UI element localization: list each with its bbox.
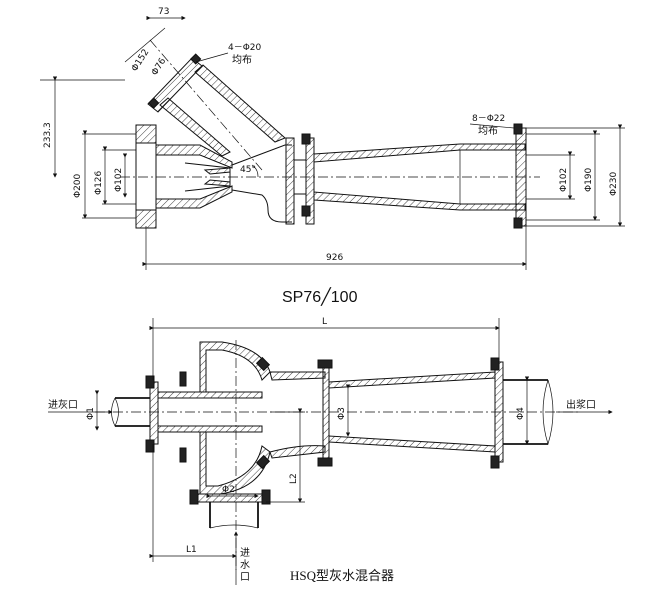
- leader-bolts-in: [195, 52, 229, 63]
- dim-L: L: [322, 317, 327, 327]
- right-bolt-top: [513, 123, 523, 135]
- mid-bolt-top: [301, 133, 311, 145]
- dim-bolts-out: 8－Φ22: [472, 114, 505, 124]
- branch-flange: [147, 57, 203, 113]
- dim-phi1: Φ1: [86, 407, 96, 420]
- water-inlet-flange: [195, 493, 267, 503]
- dim-233: 233.3: [43, 122, 53, 148]
- mid-flange: [322, 365, 330, 463]
- mid-throat: [293, 159, 307, 195]
- water-inlet-label-1: 进: [240, 547, 250, 559]
- dim-phi3: Φ3: [337, 407, 347, 420]
- ash-inlet-pipe: [115, 397, 150, 427]
- nozzle-tip-upper: [203, 167, 231, 175]
- top-title: SP76╱100: [282, 287, 358, 306]
- throat-bottom: [269, 445, 326, 459]
- water-inlet-break: [209, 524, 259, 529]
- mid-bolt-bottom: [301, 205, 311, 217]
- slurry-outlet-label: 出浆口: [566, 398, 596, 411]
- left-flange-bottom: [135, 209, 157, 229]
- inner-nozzle: [184, 162, 231, 192]
- chamber-upper: [199, 341, 271, 393]
- inner-pipe-bottom: [157, 425, 263, 433]
- dim-phi190: Φ190: [584, 167, 594, 192]
- diffuser-wall-bottom: [313, 191, 526, 211]
- mid-flange-left: [285, 137, 295, 225]
- angle-arc: [251, 164, 259, 178]
- top-drawing: 73 Φ152 Φ76 4－Φ20 均布 233.3 Φ200 Φ126 Φ10…: [40, 7, 625, 306]
- left-flange: [149, 381, 159, 445]
- dim-bolts-out-note: 均布: [478, 125, 498, 137]
- diffuser-bottom: [328, 435, 496, 453]
- outlet-bolt-bottom: [490, 455, 500, 469]
- dim-bolts-in-note: 均布: [232, 54, 252, 66]
- dim-152-line: [124, 27, 166, 63]
- water-inlet-label-2: 水: [240, 559, 250, 571]
- bottom-title: HSQ型灰水混合器: [290, 568, 394, 583]
- throat-top: [269, 371, 326, 381]
- dim-angle: 45°: [240, 165, 256, 175]
- dim-phi102-right: Φ102: [559, 168, 569, 192]
- left-bolt-top: [145, 375, 155, 389]
- dim-phi126: Φ126: [94, 170, 104, 195]
- bottom-drawing: L Φ1 Φ3 Φ4 Φ2 L2 L1 进灰口 出浆口 进 水 口 HSQ型灰水…: [48, 317, 613, 585]
- chamber-bolt-bottom: [255, 454, 271, 470]
- mid-bolt-bottom: [317, 457, 333, 467]
- nozzle-tip-lower: [203, 179, 231, 187]
- ash-inlet-break: [111, 397, 119, 427]
- diffuser-wall-top: [313, 143, 526, 163]
- top-inclined-center-line: [149, 39, 263, 171]
- dim-bolts-in: 4－Φ20: [228, 43, 262, 53]
- left-body-lower: [155, 185, 233, 209]
- dim-73: 73: [158, 7, 169, 17]
- bolt-2-bottom: [179, 447, 187, 463]
- dim-phi2: Φ2: [222, 485, 235, 495]
- right-bolt-bottom: [513, 217, 523, 229]
- branch-bolt-1: [148, 97, 160, 109]
- water-bolt-left: [189, 489, 199, 505]
- left-bolt-bottom: [145, 439, 155, 453]
- right-flange: [515, 127, 527, 227]
- ash-inlet-label: 进灰口: [48, 398, 78, 411]
- dim-phi152: Φ152: [130, 48, 151, 74]
- bolt-2-top: [179, 371, 187, 387]
- chamber-lower: [199, 431, 271, 495]
- water-inlet-label-3: 口: [240, 572, 250, 583]
- mid-body-top: [231, 144, 292, 166]
- outlet-flange: [494, 361, 504, 463]
- dim-phi4: Φ4: [516, 407, 526, 420]
- left-flange-body: [135, 142, 157, 211]
- water-inlet-pipe: [209, 502, 259, 528]
- mid-body-bottom: [231, 189, 292, 223]
- leader-bolts-out: [469, 123, 515, 129]
- dim-phi102-left: Φ102: [114, 168, 124, 192]
- chamber-bolt-top: [255, 356, 271, 372]
- branch-wall-right: [194, 64, 286, 143]
- dim-926: 926: [326, 253, 343, 263]
- dim-L1: L1: [186, 545, 197, 555]
- dim-phi230: Φ230: [609, 171, 619, 196]
- left-body-upper: [155, 144, 233, 169]
- left-flange-top: [135, 124, 157, 144]
- mid-bolt-top: [317, 359, 333, 369]
- diffuser-top: [328, 371, 496, 389]
- inner-pipe-top: [157, 391, 263, 399]
- dim-phi200: Φ200: [73, 173, 83, 198]
- dim-L2: L2: [289, 473, 299, 484]
- outlet-break: [542, 379, 554, 446]
- dim-phi76: Φ76: [150, 56, 168, 77]
- outlet-bolt-top: [490, 357, 500, 371]
- water-bolt-right: [261, 489, 271, 505]
